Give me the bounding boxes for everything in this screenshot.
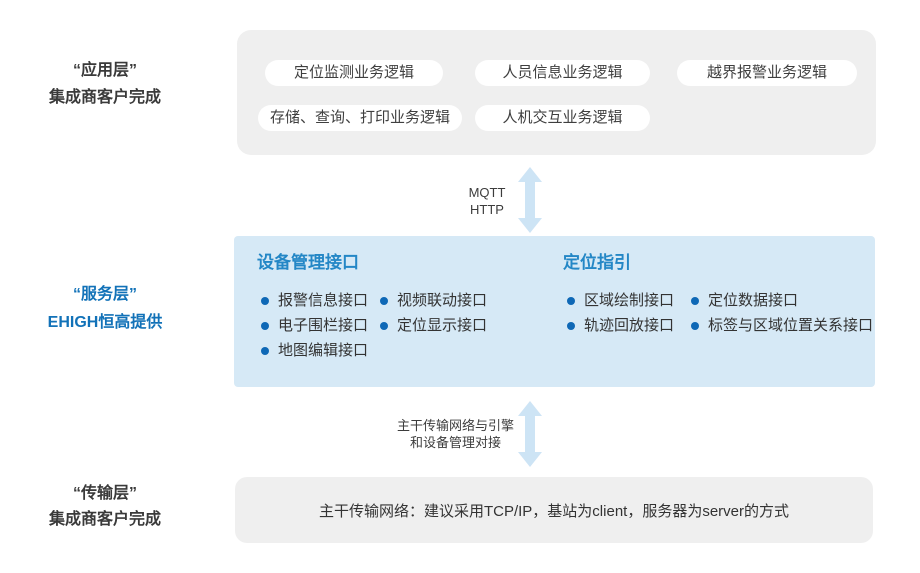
interface-label: 标签与区域位置关系接口: [708, 317, 874, 334]
bullet-icon: [380, 297, 388, 305]
transport-layer-owner: 集成商客户完成: [48, 511, 161, 528]
list-item: 地图编辑接口: [261, 342, 380, 360]
bullet-icon: [567, 297, 575, 305]
double-arrow-icon: [518, 401, 542, 467]
application-layer-box: 定位监测业务逻辑 人员信息业务逻辑 越界报警业务逻辑 存储、查询、打印业务逻辑 …: [237, 30, 876, 155]
bullet-icon: [691, 322, 699, 330]
transport-layer-label: “传输层” 集成商客户完成: [20, 481, 190, 533]
interface-label: 电子围栏接口: [278, 317, 369, 334]
protocol-mqtt: MQTT: [468, 185, 506, 200]
list-item: 视频联动接口: [380, 292, 487, 310]
bullet-icon: [567, 322, 575, 330]
double-arrow-icon: [518, 167, 542, 233]
transport-layer-name: “传输层”: [72, 485, 137, 502]
list-item: 标签与区域位置关系接口: [691, 317, 873, 335]
bullet-icon: [261, 297, 269, 305]
pill-hci-logic: 人机交互业务逻辑: [475, 105, 650, 131]
list-item: 报警信息接口: [261, 292, 380, 310]
service-layer-box: 设备管理接口 报警信息接口 视频联动接口 电子围栏接口 定位显示接口 地图编辑接…: [234, 236, 875, 387]
pill-location-monitoring-logic: 定位监测业务逻辑: [265, 60, 443, 86]
bottom-connector-line1: 主干传输网络与引擎: [396, 418, 514, 433]
service-layer-label: “服务层” EHIGH恒高提供: [20, 281, 190, 337]
top-connector-label: MQTT HTTP: [447, 184, 527, 218]
bullet-icon: [261, 347, 269, 355]
interface-label: 地图编辑接口: [278, 342, 369, 359]
device-management-list: 报警信息接口 视频联动接口 电子围栏接口 定位显示接口 地图编辑接口: [257, 292, 487, 360]
application-layer-owner: 集成商客户完成: [48, 89, 161, 106]
positioning-guide-list: 区域绘制接口 定位数据接口 轨迹回放接口 标签与区域位置关系接口: [563, 292, 873, 335]
positioning-guide-group-title: 定位指引: [563, 253, 631, 272]
device-management-group-title: 设备管理接口: [257, 253, 359, 272]
pill-personnel-info-logic: 人员信息业务逻辑: [475, 60, 650, 86]
transport-layer-content: 主干传输网络：建议采用TCP/IP，基站为client，服务器为server的方…: [318, 502, 790, 520]
interface-label: 报警信息接口: [278, 292, 369, 309]
application-layer-label: “应用层” 集成商客户完成: [20, 57, 190, 111]
interface-label: 视频联动接口: [397, 292, 488, 309]
list-item: 区域绘制接口: [567, 292, 691, 310]
bullet-icon: [261, 322, 269, 330]
interface-label: 轨迹回放接口: [584, 317, 675, 334]
transport-layer-box: 主干传输网络：建议采用TCP/IP，基站为client，服务器为server的方…: [235, 477, 873, 543]
list-item: 电子围栏接口: [261, 317, 380, 335]
list-item: 定位数据接口: [691, 292, 873, 310]
pill-storage-query-print-logic: 存储、查询、打印业务逻辑: [258, 105, 462, 131]
positioning-guide-group: 定位指引 区域绘制接口 定位数据接口 轨迹回放接口 标签与区域位置关系接口: [563, 252, 873, 335]
pill-boundary-alarm-logic: 越界报警业务逻辑: [677, 60, 857, 86]
list-item: 轨迹回放接口: [567, 317, 691, 335]
interface-label: 定位数据接口: [708, 292, 799, 309]
interface-label: 定位显示接口: [397, 317, 488, 334]
protocol-http: HTTP: [470, 202, 504, 217]
bullet-icon: [380, 322, 388, 330]
interface-label: 区域绘制接口: [584, 292, 675, 309]
bottom-connector-line2: 和设备管理对接: [409, 435, 501, 450]
bottom-connector-label: 主干传输网络与引擎 和设备管理对接: [368, 417, 543, 451]
bullet-icon: [691, 297, 699, 305]
list-item: 定位显示接口: [380, 317, 487, 335]
service-layer-name: “服务层”: [72, 286, 137, 303]
application-layer-name: “应用层”: [72, 62, 137, 79]
device-management-group: 设备管理接口 报警信息接口 视频联动接口 电子围栏接口 定位显示接口 地图编辑接…: [257, 252, 487, 360]
service-layer-owner: EHIGH恒高提供: [47, 314, 163, 331]
